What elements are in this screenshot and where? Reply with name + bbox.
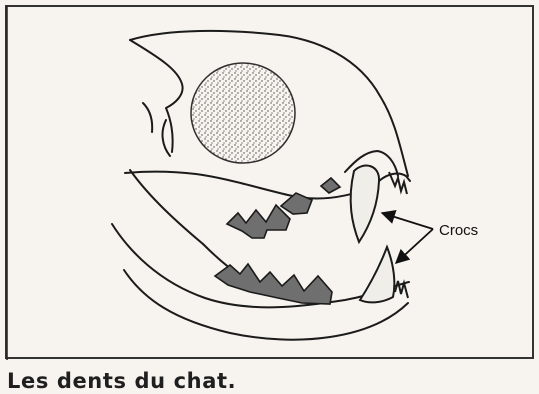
upper-canine — [351, 166, 407, 242]
lower-canine-arrow — [396, 229, 433, 263]
upper-teeth — [227, 178, 340, 238]
figure-caption: Les dents du chat. — [7, 369, 236, 393]
crocs-label: Crocs — [439, 222, 478, 239]
eye-socket — [191, 63, 295, 163]
upper-canine-arrow — [382, 213, 433, 229]
lower-teeth — [215, 264, 332, 304]
figure-border — [6, 6, 533, 358]
lower-canine — [360, 247, 408, 302]
